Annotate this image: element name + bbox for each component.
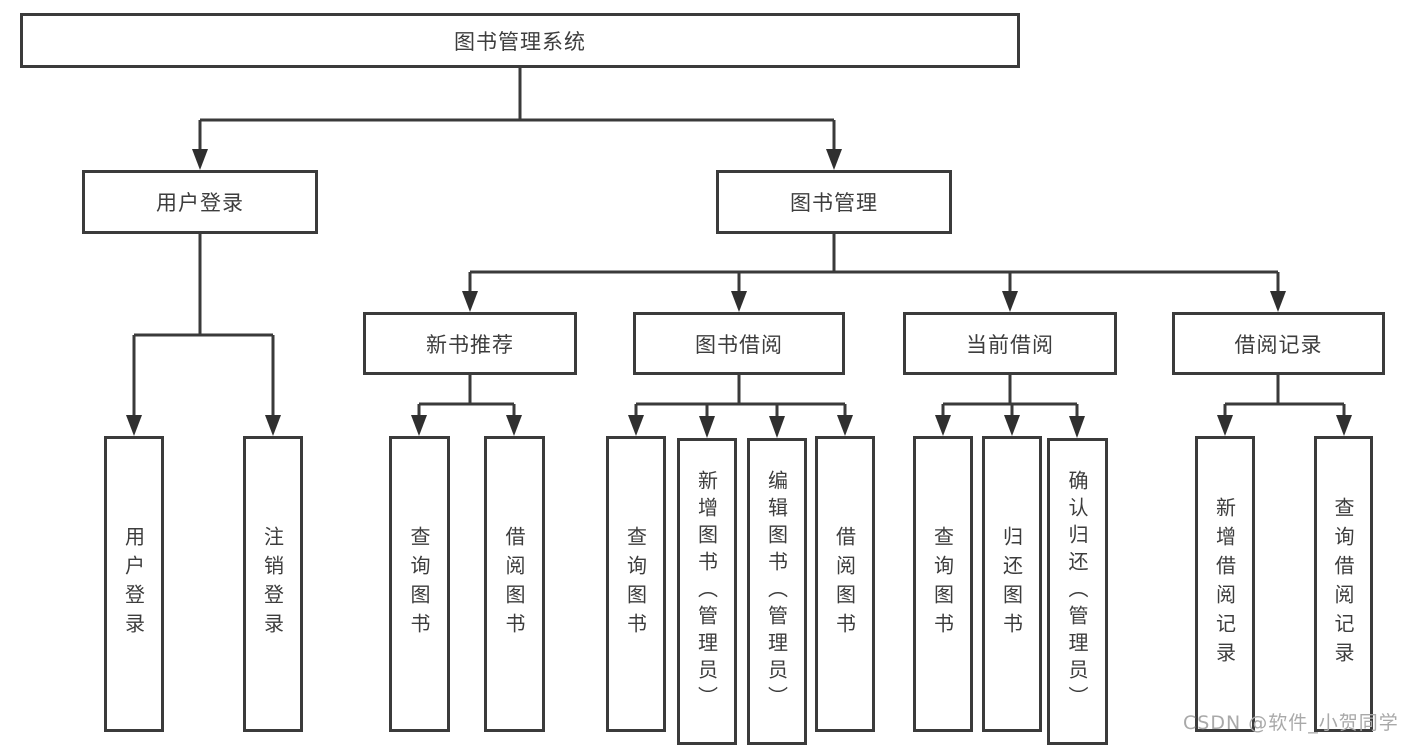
leaf-borrow-book-newbooks: 借阅图书 [484,436,545,732]
leaf-confirm-return-admin: 确认归还（管理员） [1047,438,1108,745]
arrowhead-icons [126,149,1352,438]
leaf-user-login: 用户登录 [104,436,164,732]
csdn-watermark: CSDN @软件_小贺同学 [1183,712,1399,734]
leaf-edit-book-admin: 编辑图书（管理员） [747,438,807,745]
leaf-add-book-admin: 新增图书（管理员） [677,438,737,745]
leaf-query-book-newbooks: 查询图书 [389,436,450,732]
leaf-query-borrow-record: 查询借阅记录 [1314,436,1373,732]
leaf-return-book: 归还图书 [982,436,1042,732]
node-book-borrowing: 图书借阅 [633,312,845,375]
leaf-add-borrow-record: 新增借阅记录 [1195,436,1255,732]
leaf-logout: 注销登录 [243,436,303,732]
node-current-borrowing: 当前借阅 [903,312,1117,375]
leaf-query-book-borrowing: 查询图书 [606,436,666,732]
node-borrow-records: 借阅记录 [1172,312,1385,375]
node-root: 图书管理系统 [20,13,1020,68]
node-book-management: 图书管理 [716,170,952,234]
leaf-query-book-current: 查询图书 [913,436,973,732]
leaf-borrow-book-borrowing: 借阅图书 [815,436,875,732]
node-user-login: 用户登录 [82,170,318,234]
node-new-book-recommend: 新书推荐 [363,312,577,375]
